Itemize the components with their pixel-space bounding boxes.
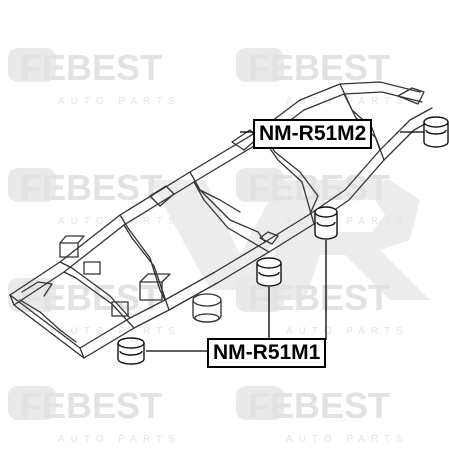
bushing-upper-middle	[314, 206, 338, 240]
watermark-brand-text: FEBEST	[20, 385, 162, 426]
watermark-tagline-text: AUTO PARTS	[58, 96, 181, 107]
part-number-label-upper: NM-R51M2	[253, 119, 373, 149]
watermark-layer: FEBEST AUTO PARTS FEBEST AUTO PARTS FEBE…	[8, 47, 430, 445]
bushing-lower-left	[117, 337, 145, 365]
febest-watermark-5: FEBEST AUTO PARTS	[8, 277, 181, 337]
watermark-tagline-text: AUTO PARTS	[58, 434, 181, 445]
watermark-brand-text: FEBEST	[20, 277, 162, 318]
frame-mount-bushing	[192, 293, 222, 323]
watermark-tagline-text: AUTO PARTS	[286, 434, 409, 445]
watermark-brand-text: FEBEST	[248, 385, 390, 426]
febest-watermark-4: FEBEST AUTO PARTS	[236, 167, 409, 227]
febest-watermark-1: FEBEST AUTO PARTS	[8, 47, 181, 107]
watermark-tagline-text: AUTO PARTS	[286, 326, 409, 337]
watermark-brand-text: FEBEST	[248, 47, 390, 88]
frame-right-rail	[79, 107, 437, 359]
frame-front-crossmember	[9, 294, 85, 359]
watermark-tagline-text: AUTO PARTS	[58, 216, 181, 227]
watermark-brand-text: FEBEST	[20, 47, 162, 88]
leader-lines	[146, 131, 424, 352]
watermark-tagline-text: AUTO PARTS	[58, 326, 181, 337]
bushing-lower-middle	[256, 257, 282, 287]
watermark-tagline-text: AUTO PARTS	[286, 216, 409, 227]
bushing-upper-right	[423, 116, 449, 148]
febest-watermark-2: FEBEST AUTO PARTS	[236, 47, 409, 107]
part-number-label-lower: NM-R51M1	[207, 338, 327, 368]
febest-watermark-3: FEBEST AUTO PARTS	[8, 167, 181, 227]
watermark-brand-text: FEBEST	[248, 167, 390, 208]
febest-watermark-6: FEBEST AUTO PARTS	[236, 277, 409, 337]
watermark-tagline-text: AUTO PARTS	[286, 96, 409, 107]
febest-watermark-8: FEBEST AUTO PARTS	[236, 385, 409, 445]
vehicle-frame-drawing	[9, 81, 437, 359]
febest-watermark-7: FEBEST AUTO PARTS	[8, 385, 181, 445]
watermark-brand-text: FEBEST	[20, 167, 162, 208]
